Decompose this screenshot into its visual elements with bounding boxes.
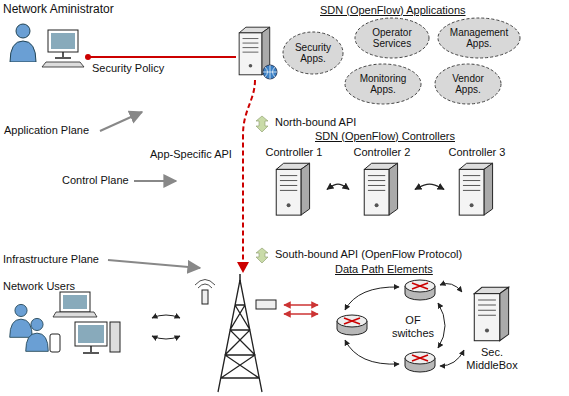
controller-server: Controller 2 <box>350 146 414 216</box>
app-cloud: Management Apps. <box>438 18 520 58</box>
controller-server: Controller 1 <box>262 146 326 216</box>
node-label: Sec. MiddleBox <box>462 346 522 371</box>
server-icon <box>275 162 312 216</box>
text-label: South-bound API (OpenFlow Protocol) <box>275 248 462 261</box>
node-label: Controller 3 <box>445 146 509 159</box>
plane-heading: SDN (OpenFlow) Controllers <box>315 130 455 143</box>
text-label: Infrastructure Plane <box>3 253 99 266</box>
text-label: North-bound API <box>275 116 356 129</box>
middlebox-server: Sec. MiddleBox <box>462 286 522 382</box>
infrastructure-plane: Data Path ElementsSec. MiddleBox <box>120 260 569 396</box>
control-plane: SDN (OpenFlow) ControllersApp-Specific A… <box>120 128 569 250</box>
node-label: Operator Services <box>361 27 423 50</box>
app-cloud: Operator Services <box>355 18 429 58</box>
node-label: Security Apps. <box>289 42 337 65</box>
app-cloud: Vendor Apps. <box>435 64 501 104</box>
text-label: Control Plane <box>62 174 129 187</box>
server-icon <box>473 286 511 342</box>
node-label: Monitoring Apps. <box>351 73 415 96</box>
application-plane: SDN (OpenFlow) ApplicationsSecurity Apps… <box>120 2 569 118</box>
controller-link <box>415 184 444 189</box>
plane-heading: SDN (OpenFlow) Applications <box>320 4 466 17</box>
node-label: Controller 1 <box>262 146 326 159</box>
text-label: Security Policy <box>92 62 164 75</box>
controller-server: Controller 3 <box>445 146 509 216</box>
text-label: Network Aministrator <box>3 3 114 17</box>
text-label: OF switches <box>389 314 437 339</box>
api-label: App-Specific API <box>150 148 232 161</box>
server-icon <box>363 162 400 216</box>
plane-shape <box>120 2 569 118</box>
app-cloud: Monitoring Apps. <box>345 64 421 104</box>
text-label: Network Users <box>3 280 75 293</box>
node-label: Vendor Apps. <box>441 73 495 96</box>
node-label: Controller 2 <box>350 146 414 159</box>
node-label: Management Apps. <box>444 27 514 50</box>
app-cloud: Security Apps. <box>283 32 343 74</box>
server-icon <box>458 162 495 216</box>
controller-link <box>327 184 349 189</box>
plane-heading: Data Path Elements <box>335 263 433 276</box>
text-label: Application Plane <box>4 124 89 137</box>
